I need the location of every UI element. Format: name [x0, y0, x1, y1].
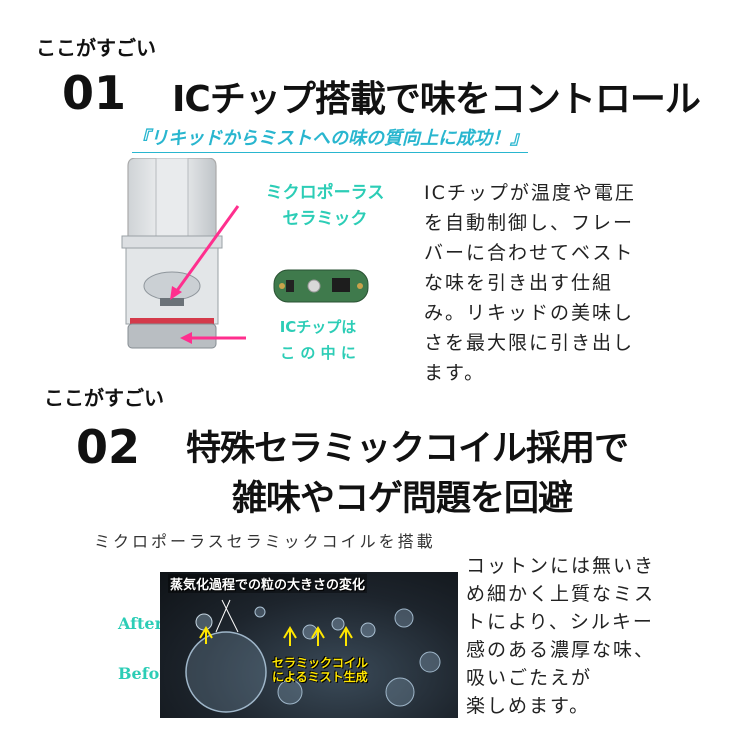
body2-line: 感のある濃厚な味、 — [466, 639, 656, 661]
photo-highlight: セラミックコイル によるミスト生成 — [272, 656, 368, 684]
body1-line: な味を引き出す仕組 — [424, 272, 614, 294]
section1-tag: ここがすごい — [36, 36, 156, 60]
body2-line: 楽しめます。 — [466, 695, 591, 717]
section1-body: ICチップが温度や電圧 を自動制御し、フレー バーに合わせてベスト な味を引き出… — [424, 178, 744, 388]
photo-title: 蒸気化過程での粒の大きさの変化 — [168, 574, 368, 593]
ceramic-label-line1: ミクロポーラス — [265, 183, 385, 203]
bubbles-graphic — [185, 599, 441, 713]
ceramic-label: ミクロポーラス セラミック — [262, 180, 388, 232]
body1-line: み。リキッドの美味し — [424, 302, 635, 324]
ic-chip-board — [273, 269, 369, 303]
body1-line: バーに合わせてベスト — [424, 242, 635, 264]
after-label: After — [118, 614, 164, 633]
body1-line: ICチップが温度や電圧 — [424, 182, 636, 204]
ceramic-label-line2: セラミック — [282, 209, 368, 229]
section1-number: 01 — [62, 66, 127, 120]
chip-label-line2: こ の 中 に — [280, 344, 356, 362]
chip-label-line1: ICチップは — [279, 318, 357, 336]
body2-line: め細かく上質なミス — [466, 583, 656, 605]
section1-subheadline: 『リキッドからミストへの味の質向上に成功！』 — [132, 124, 528, 153]
section2-tag: ここがすごい — [44, 386, 164, 410]
mist-photo: 蒸気化過程での粒の大きさの変化 セラミックコイル によるミスト生成 — [160, 572, 458, 718]
pod-illustration — [121, 158, 223, 349]
photo-highlight-line2: によるミスト生成 — [272, 670, 368, 684]
coil-caption: ミクロポーラスセラミックコイルを搭載 — [94, 532, 436, 551]
body2-line: コットンには無いき — [466, 555, 656, 577]
body1-line: を自動制御し、フレー — [424, 212, 635, 234]
body2-line: 吸いごたえが — [466, 667, 593, 689]
section2-number: 02 — [76, 420, 141, 474]
section2-body: コットンには無いき め細かく上質なミス トにより、シルキー 感のある濃厚な味、 … — [466, 552, 746, 720]
section2-headline-line2: 雑味やコゲ問題を回避 — [232, 479, 573, 519]
section2-headline-line1: 特殊セラミックコイル採用で — [186, 429, 629, 469]
chip-label: ICチップは こ の 中 に — [272, 314, 364, 366]
body2-line: トにより、シルキー — [466, 611, 654, 633]
body1-line: さを最大限に引き出し — [424, 332, 635, 354]
section1-headline: ICチップ搭載で味をコントロール — [172, 79, 701, 120]
photo-highlight-line1: セラミックコイル — [272, 656, 369, 670]
body1-line: ます。 — [424, 362, 486, 384]
